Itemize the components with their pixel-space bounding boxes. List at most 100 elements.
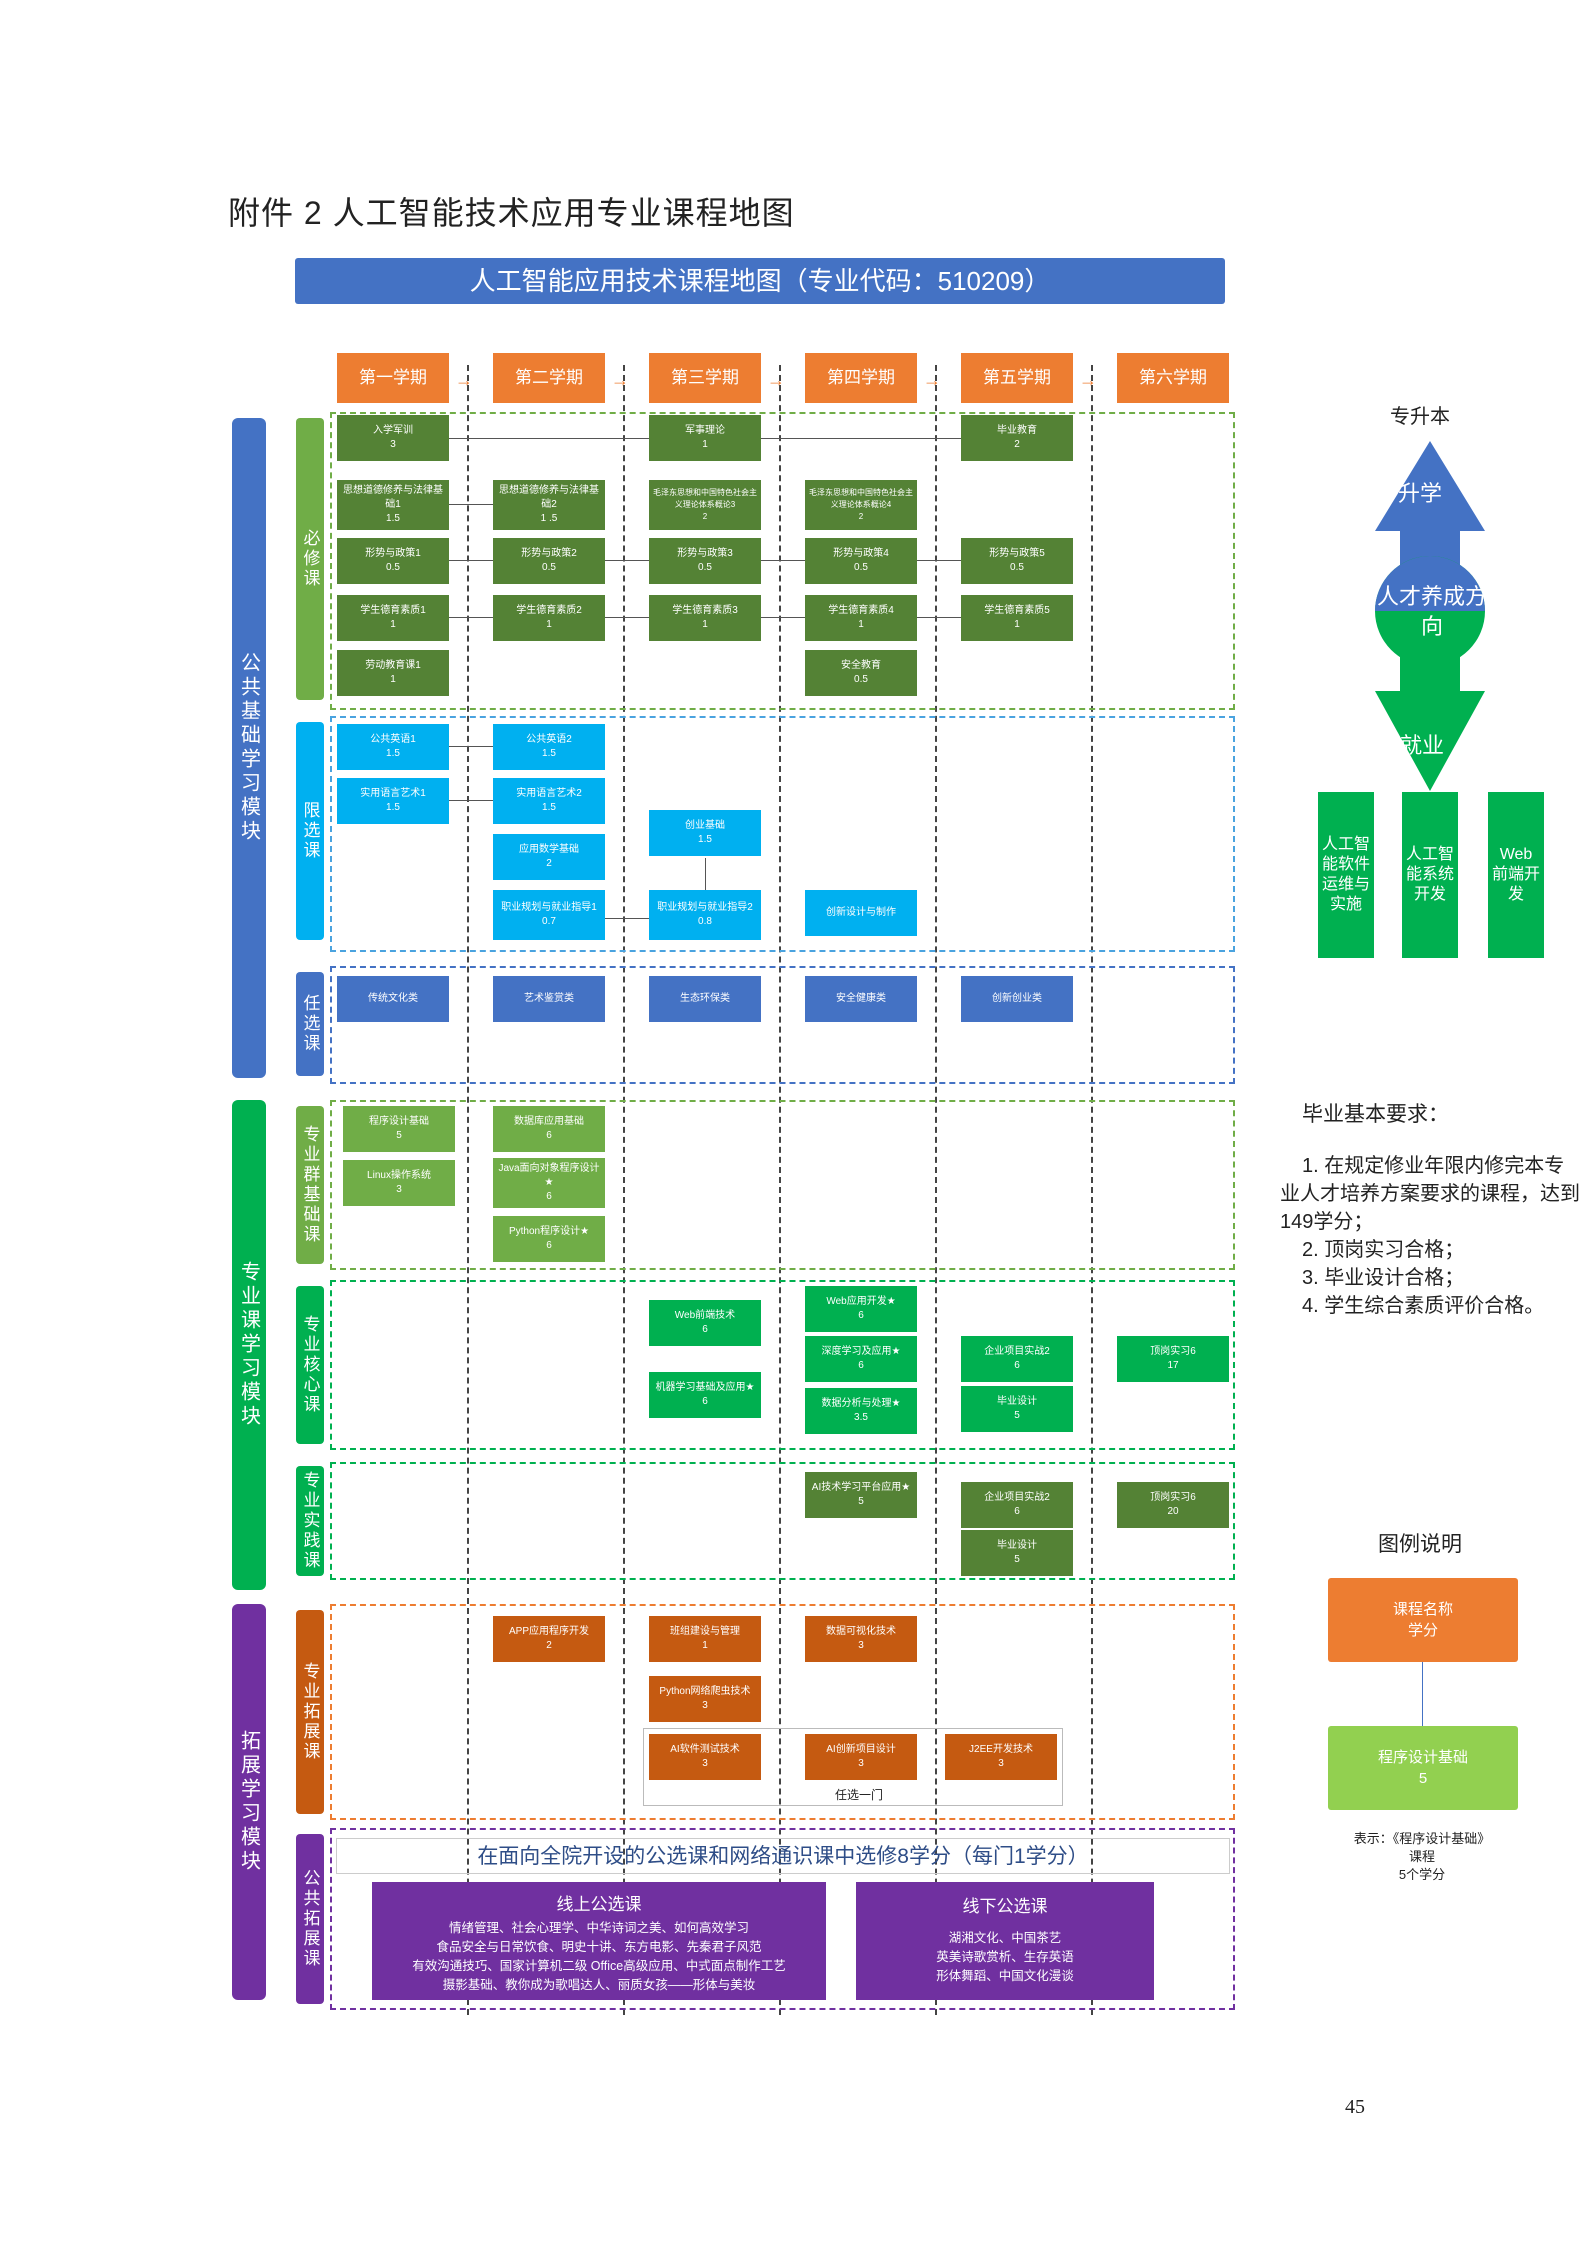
graduation-item: 1. 在规定修业年限内修完本专业人才培养方案要求的课程，达到149学分； [1280, 1155, 1580, 1233]
legend-text: 程序设计基础 [1377, 1749, 1468, 1766]
down-arrow-icon [1375, 656, 1485, 791]
course-box: 创新设计与制作 [805, 890, 917, 936]
semester-1: 第一学期 [337, 353, 449, 403]
graduation-list: 1. 在规定修业年限内修完本专业人才培养方案要求的课程，达到149学分； 2. … [1280, 1152, 1580, 1320]
semester-4: 第四学期 [805, 353, 917, 403]
connector [449, 504, 493, 505]
column-divider [467, 365, 469, 2015]
category-limited: 限选课 [296, 722, 324, 940]
semester-5: 第五学期 [961, 353, 1073, 403]
category-elective: 任选课 [296, 972, 324, 1076]
arrow-icon: → [923, 370, 941, 390]
semester-2: 第二学期 [493, 353, 605, 403]
graduation-item: 2. 顶岗实习合格； [1302, 1239, 1465, 1261]
course-box: Java面向对象程序设计★6 [493, 1158, 605, 1208]
offline-title: 线下公选课 [962, 1897, 1048, 1916]
up-arrow-icon [1375, 441, 1485, 566]
frame-practice [330, 1462, 1235, 1580]
connector [705, 858, 706, 890]
choose-one-group [643, 1728, 1063, 1806]
column-divider [935, 365, 937, 2015]
course-box: 创新创业类 [961, 976, 1073, 1022]
online-line: 摄影基础、教你成为歌唱达人、丽质女孩——形体与美妆 [442, 1978, 756, 1992]
legend-connector [1422, 1662, 1423, 1726]
course-box: Python程序设计★6 [493, 1216, 605, 1262]
career-box: Web前端开发 [1488, 792, 1544, 958]
category-group-base: 专业群基础课 [296, 1106, 324, 1264]
module-public: 公共基础学习模块 [232, 418, 266, 1078]
offline-line: 英美诗歌赏析、生存英语 [936, 1950, 1074, 1964]
offline-line: 湖湘文化、中国茶艺 [948, 1931, 1062, 1945]
direction-center-label: 人才养成方向 [1376, 584, 1487, 639]
map-banner: 人工智能应用技术课程地图（专业代码：510209） [295, 258, 1225, 304]
frame-group-base [330, 1100, 1235, 1270]
course-box: 生态环保类 [649, 976, 761, 1022]
frame-major-expand [330, 1604, 1235, 1820]
course-box: 传统文化类 [337, 976, 449, 1022]
choose-one-label: 任选一门 [835, 1788, 884, 1802]
semester-3: 第三学期 [649, 353, 761, 403]
arrow-icon: → [611, 370, 629, 390]
module-major: 专业课学习模块 [232, 1100, 266, 1590]
category-practice: 专业实践课 [296, 1466, 324, 1576]
course-box: AI技术学习平台应用★5 [805, 1472, 917, 1518]
online-line: 食品安全与日常饮食、明史十讲、东方电影、先秦君子风范 [436, 1940, 762, 1954]
further-study-label: 升学 [1398, 481, 1443, 506]
frame-required [330, 412, 1235, 710]
page-number: 45 [1345, 2096, 1365, 2118]
upgrade-label: 专升本 [1390, 406, 1450, 428]
online-line: 情绪管理、社会心理学、中华诗词之美、如何高效学习 [448, 1921, 749, 1935]
legend-title: 图例说明 [1378, 1533, 1462, 1556]
legend-note: 表示：《程序设计基础》 课程 5个学分 [1353, 1831, 1491, 1882]
arrow-icon: → [1079, 370, 1097, 390]
arrow-icon: → [767, 370, 785, 390]
course-box: 艺术鉴赏类 [493, 976, 605, 1022]
column-divider [779, 365, 781, 2015]
frame-public-expand [330, 1828, 1235, 2010]
public-expand-headline: 在面向全院开设的公选课和网络通识课中选修8学分（每门1学分） [336, 1838, 1230, 1874]
graduation-item: 3. 毕业设计合格； [1302, 1267, 1465, 1289]
arrow-icon: → [455, 370, 473, 390]
page-title: 附件 2 人工智能技术应用专业课程地图 [228, 195, 795, 231]
frame-elective [330, 966, 1235, 1084]
offline-elective-box: 线下公选课 湖湘文化、中国茶艺 英美诗歌赏析、生存英语 形体舞蹈、中国文化漫谈 [856, 1882, 1154, 2000]
career-box: 人工智能软件运维与实施 [1318, 792, 1374, 958]
course-box: 数据分析与处理★3.5 [805, 1388, 917, 1434]
graduation-item: 4. 学生综合素质评价合格。 [1302, 1295, 1545, 1317]
online-title: 线上公选课 [556, 1895, 642, 1914]
legend-sample-box: 课程名称 学分 [1328, 1578, 1518, 1662]
connector [761, 438, 961, 439]
connector [449, 746, 493, 747]
